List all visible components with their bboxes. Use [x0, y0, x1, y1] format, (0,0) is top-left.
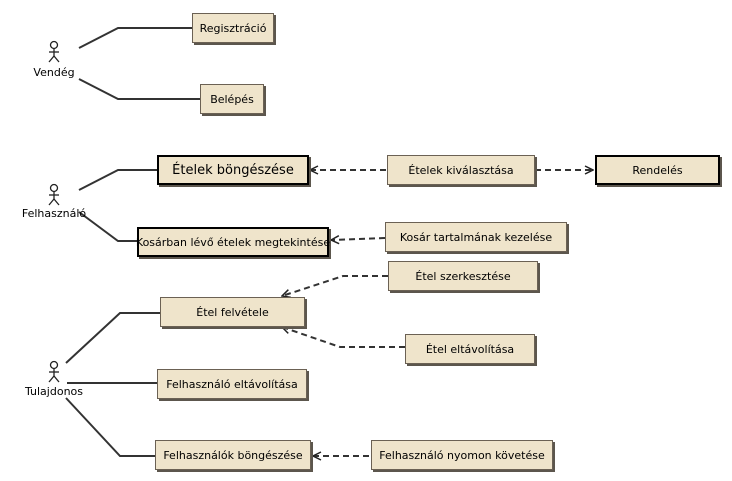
- dep-edit-add: [282, 275, 388, 296]
- actor-guest-label: Vendég: [33, 66, 75, 79]
- use-case-add-food: Étel felvétele: [160, 297, 305, 327]
- use-case-edit-food: Étel szerkesztése: [388, 261, 538, 291]
- actor-owner-label: Tulajdonos: [24, 385, 84, 398]
- actor-user-figure: [48, 183, 60, 206]
- assoc-user-cart: [78, 211, 137, 242]
- use-case-remove-user: Felhasználó eltávolítása: [157, 369, 307, 399]
- actor-owner-figure: [48, 360, 60, 383]
- use-case-registration: Regisztráció: [192, 13, 274, 43]
- use-case-manage-cart: Kosár tartalmának kezelése: [385, 222, 567, 252]
- use-case-browse-foods: Ételek böngészése: [157, 155, 309, 185]
- use-case-login: Belépés: [200, 84, 264, 114]
- actor-user-label: Felhasználó: [21, 207, 87, 220]
- use-case-order: Rendelés: [595, 155, 720, 185]
- use-case-select-foods: Ételek kiválasztása: [387, 155, 535, 185]
- assoc-guest-login: [78, 78, 200, 100]
- use-case-browse-users: Felhasználók böngészése: [155, 440, 311, 470]
- use-case-track-user: Felhasználó nyomon követése: [371, 440, 553, 470]
- assoc-guest-registration: [78, 27, 192, 49]
- assoc-owner-add: [65, 312, 160, 364]
- use-case-remove-food: Étel eltávolítása: [405, 334, 535, 364]
- actor-guest-figure: [48, 40, 60, 63]
- assoc-user-browse: [78, 169, 157, 191]
- use-case-view-cart: Kosárban lévő ételek megtekintése: [136, 227, 330, 257]
- dep-remove-food-add: [282, 327, 405, 348]
- assoc-owner-browse-users: [65, 397, 155, 457]
- dep-manage-cart-view: [331, 238, 386, 240]
